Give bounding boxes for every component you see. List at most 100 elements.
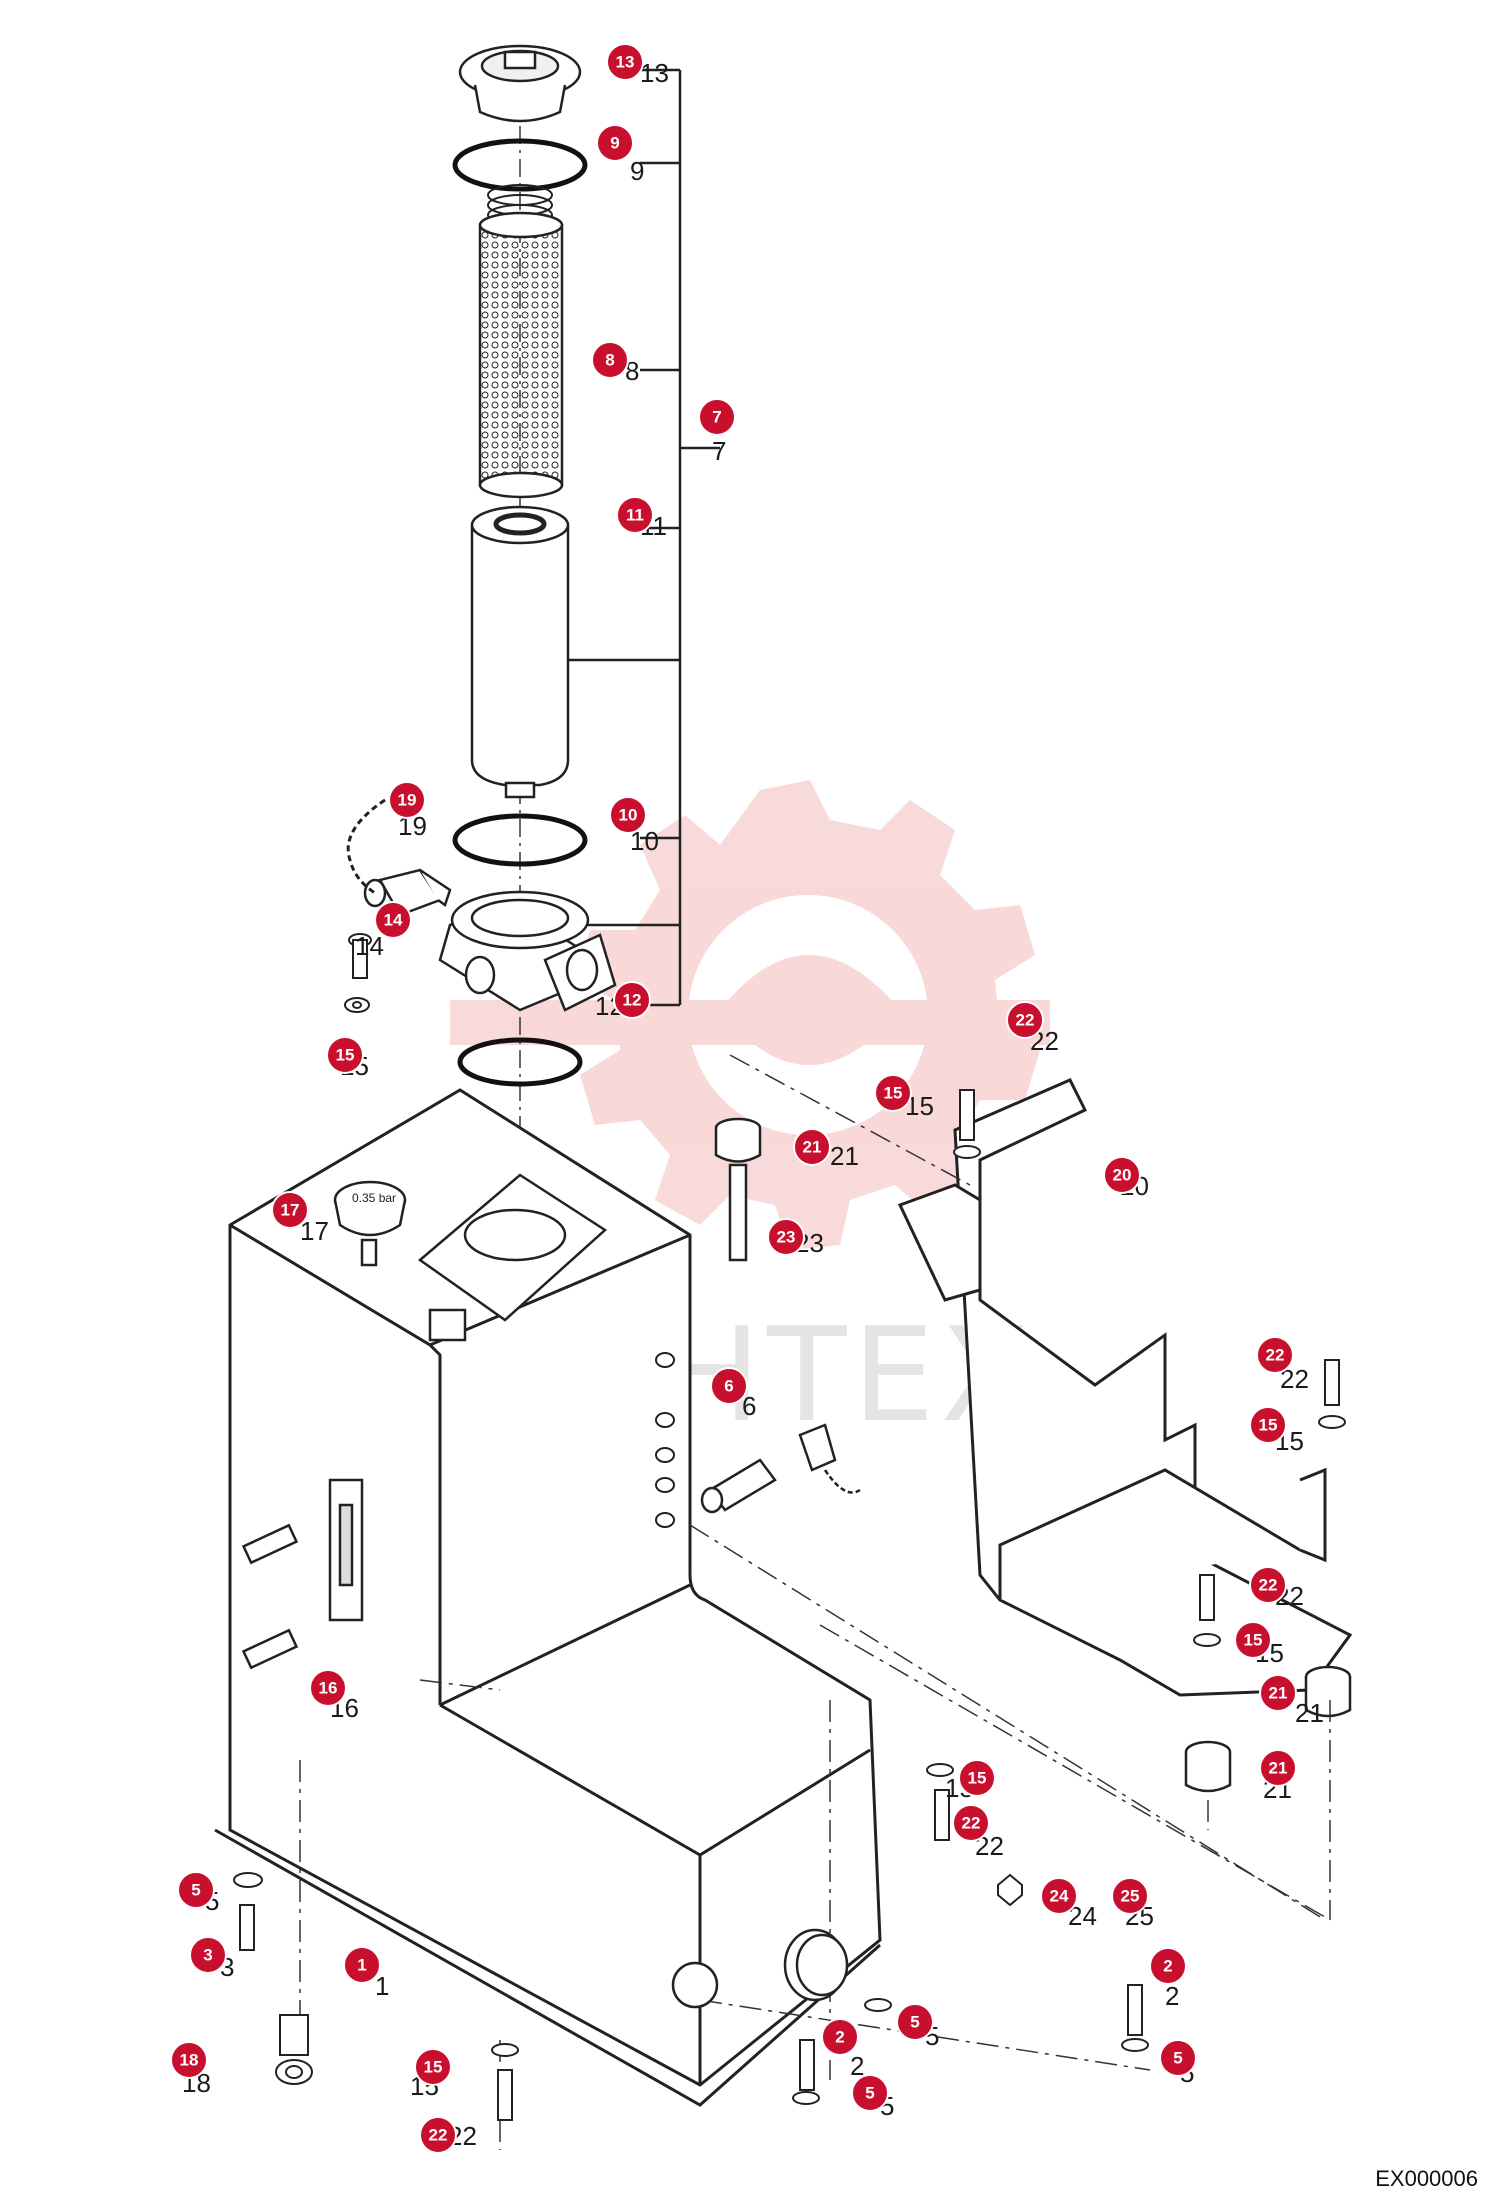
o-ring-12 <box>457 1037 583 1087</box>
drawing-code: EX000006 <box>1375 2166 1478 2191</box>
callout-badge: 10 <box>609 796 647 834</box>
callout-badge-number: 6 <box>724 1377 733 1396</box>
callout-badge-number: 5 <box>865 2084 874 2103</box>
callout-badge-number: 1 <box>357 1956 366 1975</box>
callout-badge-number: 21 <box>1269 1684 1288 1703</box>
callout-badge-circle <box>851 2074 889 2112</box>
callout-badge-number: 5 <box>1173 2049 1182 2068</box>
callout-badge: 20 <box>1103 1156 1141 1194</box>
callout-badge-number: 5 <box>910 2013 919 2032</box>
temperature-sensor <box>700 1423 861 1514</box>
pressure-switch <box>346 798 452 917</box>
return-ports <box>671 1928 849 2009</box>
callout-badge-circle <box>177 1871 215 1909</box>
callout-badge-circle <box>609 796 647 834</box>
callout-number: 2 <box>850 2051 864 2081</box>
callout-badge-circle <box>1259 1674 1297 1712</box>
callout-badge-circle <box>793 1128 831 1166</box>
callout-badge: 16 <box>309 1669 347 1707</box>
callout-badge: 22 <box>1006 1001 1044 1039</box>
callout-badge-number: 25 <box>1121 1887 1140 1906</box>
filter-cap <box>458 44 582 123</box>
projection-lines <box>299 1054 1331 2150</box>
callout-badge: 7 <box>698 398 736 436</box>
mounting-bracket <box>897 1078 1353 1697</box>
callout-badge: 5 <box>1159 2039 1197 2077</box>
callout-badge: 22 <box>1249 1566 1287 1604</box>
o-ring-10 <box>452 813 588 867</box>
callout-badge-circle <box>767 1218 805 1256</box>
callout-badge-number: 22 <box>1016 1011 1035 1030</box>
callout-badge: 8 <box>591 341 629 379</box>
callout-badge-circle <box>189 1936 227 1974</box>
callout-badge-number: 20 <box>1113 1166 1132 1185</box>
callout-badge: 5 <box>851 2074 889 2112</box>
callout-badge-circle <box>958 1759 996 1797</box>
o-ring-9 <box>452 138 588 192</box>
callout-badge-circle <box>1149 1947 1187 1985</box>
callout-badge: 23 <box>767 1218 805 1256</box>
filter-bowl <box>470 505 570 799</box>
callout-badge-circle <box>606 43 644 81</box>
callout-badge: 22 <box>952 1804 990 1842</box>
callout-badge: 22 <box>419 2116 457 2154</box>
callout-badge-number: 2 <box>1163 1957 1172 1976</box>
callout-number: 9 <box>630 156 644 186</box>
callout-badge: 15 <box>1249 1406 1287 1444</box>
tank-fittings <box>655 1352 675 1528</box>
callout-badge-circle <box>616 496 654 534</box>
filter-element <box>478 211 564 499</box>
callout-badge-number: 11 <box>626 506 644 525</box>
bolt-14 <box>344 933 372 1013</box>
callout-badge-circle <box>821 2018 859 2056</box>
callout-badge-number: 19 <box>398 791 417 810</box>
callout-badge-number: 5 <box>191 1881 200 1900</box>
callout-badge: 15 <box>326 1036 364 1074</box>
callout-badge: 3 <box>189 1936 227 1974</box>
callout-badge-number: 15 <box>968 1769 987 1788</box>
callouts-layer: 1313998877111119191010141412121515222215… <box>170 43 1324 2154</box>
callout-badge-number: 13 <box>616 53 635 72</box>
callout-badge-number: 15 <box>424 2058 443 2077</box>
gauge-text: 0.35 bar <box>352 1191 396 1205</box>
callout-number: 13 <box>640 58 669 88</box>
callout-badge-number: 17 <box>281 1201 300 1220</box>
callout-badge-number: 15 <box>336 1046 355 1065</box>
callout-badge: 9 <box>596 124 634 162</box>
callout-badge-number: 22 <box>429 2126 448 2145</box>
callout-badge-circle <box>419 2116 457 2154</box>
callout-badge: 25 <box>1111 1877 1149 1915</box>
callout-badge-number: 7 <box>712 408 721 427</box>
callout-badge: 15 <box>414 2048 452 2086</box>
rubber-mount-right <box>1184 1665 1352 1793</box>
sight-gauge <box>241 1478 364 1670</box>
callout-badge-circle <box>170 2041 208 2079</box>
callout-badge: 21 <box>793 1128 831 1166</box>
callout-number: 2 <box>1165 1981 1179 2011</box>
callout-badge: 11 <box>616 496 654 534</box>
callout-badge-number: 21 <box>1269 1759 1288 1778</box>
callout-badge-circle <box>1103 1156 1141 1194</box>
callout-badge-number: 8 <box>605 351 614 370</box>
callout-badge-circle <box>374 901 412 939</box>
callout-badge: 17 <box>271 1191 309 1229</box>
breather <box>333 1180 407 1267</box>
callout-number: 7 <box>712 436 726 466</box>
callout-badge: 15 <box>1234 1621 1272 1659</box>
callout-badge-circle <box>1256 1336 1294 1374</box>
callout-badge-number: 12 <box>623 991 642 1010</box>
callout-badge: 21 <box>1259 1674 1297 1712</box>
callout-badge: 2 <box>821 2018 859 2056</box>
callout-number: 14 <box>355 931 384 961</box>
callout-badge-circle <box>596 124 634 162</box>
callout-badge-circle <box>343 1946 381 1984</box>
callout-badge-circle <box>613 981 651 1019</box>
callout-badge-number: 15 <box>1259 1416 1278 1435</box>
callout-badge-circle <box>896 2003 934 2041</box>
callout-badge: 15 <box>874 1074 912 1112</box>
watermark-gear-logo <box>450 780 1050 1250</box>
callout-badge: 5 <box>896 2003 934 2041</box>
callout-badge-circle <box>1249 1566 1287 1604</box>
callout-badge-circle <box>309 1669 347 1707</box>
callout-badge: 15 <box>958 1759 996 1797</box>
